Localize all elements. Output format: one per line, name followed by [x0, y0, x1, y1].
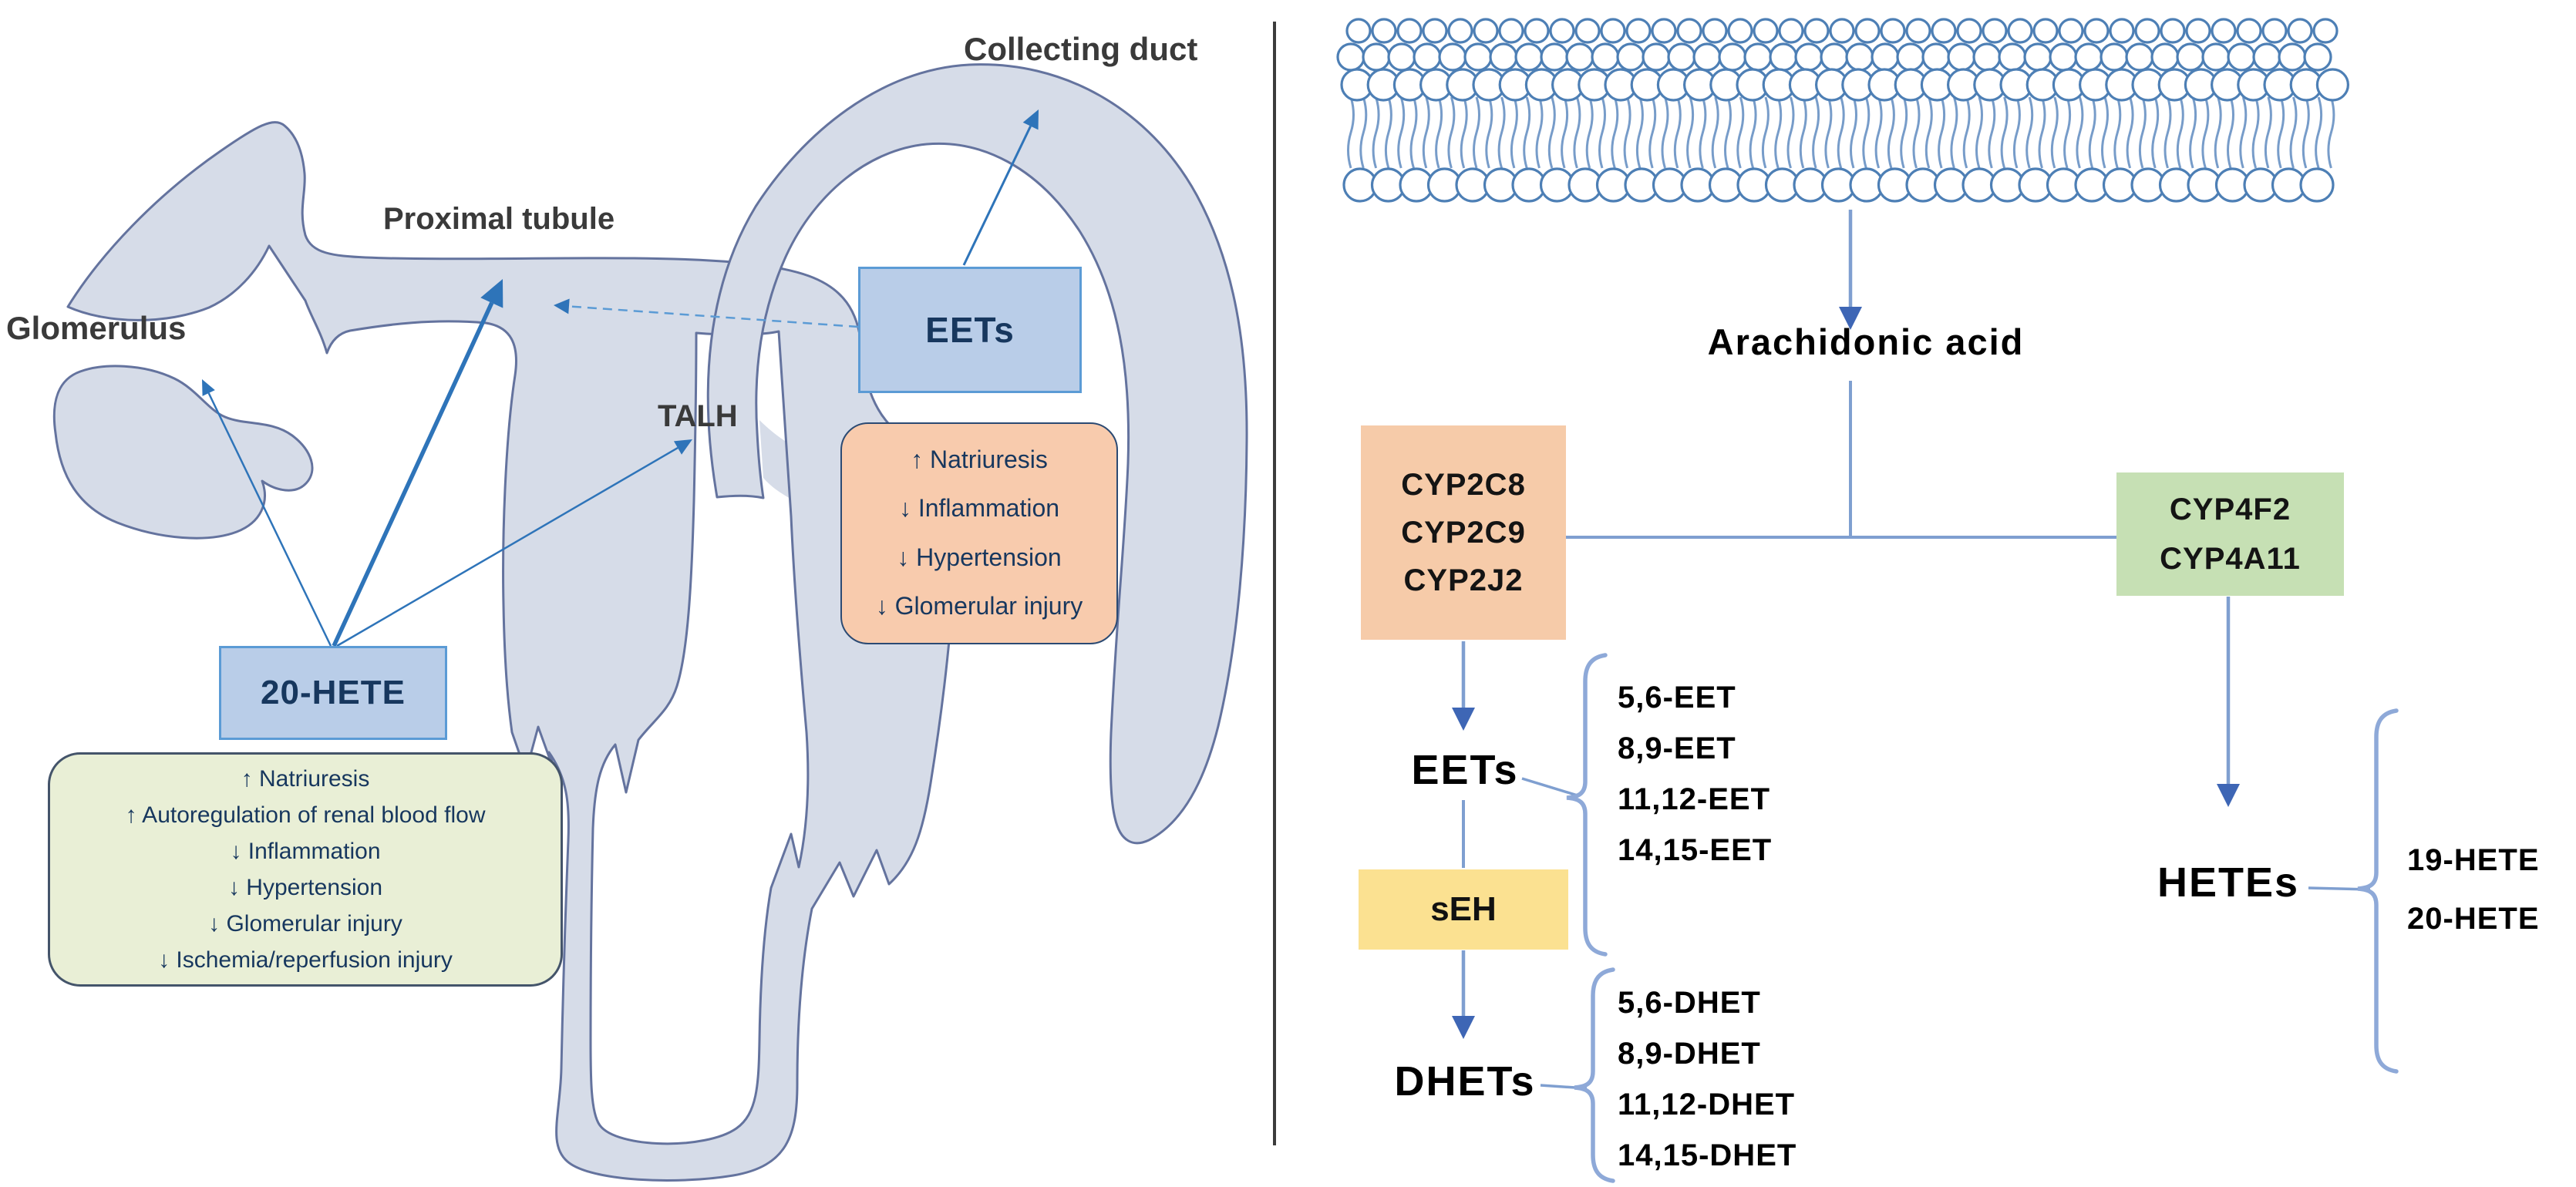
collecting-duct-shape — [706, 63, 1248, 845]
label-collecting-duct: Collecting duct — [964, 31, 1198, 67]
dhets-product-label: DHETs — [1394, 1058, 1536, 1105]
glomerulus-shape — [52, 365, 314, 540]
effect-item: ↓ Glomerular injury — [875, 592, 1083, 620]
proximal-loop-shape — [66, 121, 957, 1182]
panel-divider — [1273, 22, 1276, 1145]
effect-item: ↑ Autoregulation of renal blood flow — [125, 802, 486, 828]
effect-item: ↑ Natriuresis — [241, 765, 370, 792]
effect-item: ↓ Glomerular injury — [208, 910, 402, 936]
hydroxylase-box: CYP4F2 CYP4A11 — [2116, 472, 2344, 596]
enzyme-item: CYP2C9 — [1401, 516, 1526, 550]
list-item: 5,6-EET — [1618, 681, 1736, 715]
label-talh: TALH — [658, 399, 738, 433]
connector-lines — [1462, 381, 2371, 1090]
list-item: 5,6-DHET — [1618, 986, 1761, 1020]
list-item: 11,12-DHET — [1618, 1088, 1796, 1121]
lipid-bilayer-icon — [1336, 18, 2349, 203]
bracket-icons — [1566, 653, 2399, 1183]
effect-item: ↓ Ischemia/reperfusion injury — [158, 947, 453, 973]
label-proximal-tubule: Proximal tubule — [383, 202, 615, 236]
eets-effects-box: ↑ Natriuresis ↓ Inflammation ↓ Hypertens… — [840, 422, 1118, 644]
effect-item: ↓ Inflammation — [898, 494, 1060, 523]
enzyme-item: CYP2J2 — [1403, 563, 1524, 597]
eet-list: 5,6-EET 8,9-EET 11,12-EET 14,15-EET — [1618, 672, 1772, 876]
arrow-icons — [202, 109, 2240, 1039]
enzyme-item: CYP4F2 — [2169, 493, 2291, 526]
seh-box: sEH — [1359, 869, 1568, 950]
20-hete-box: 20-HETE — [219, 646, 447, 740]
dhet-list: 5,6-DHET 8,9-DHET 11,12-DHET 14,15-DHET — [1618, 977, 1796, 1181]
list-item: 14,15-DHET — [1618, 1138, 1797, 1172]
enzyme-item: CYP2C8 — [1401, 468, 1526, 502]
enzyme-item: CYP4A11 — [2160, 542, 2301, 576]
20-hete-effects-box: ↑ Natriuresis ↑ Autoregulation of renal … — [48, 752, 563, 987]
list-item: 20-HETE — [2407, 902, 2540, 936]
list-item: 19-HETE — [2407, 843, 2540, 877]
eets-product-label: EETs — [1411, 747, 1519, 793]
arachidonic-acid-title: Arachidonic acid — [1707, 321, 2025, 362]
list-item: 8,9-DHET — [1618, 1037, 1761, 1071]
list-item: 11,12-EET — [1618, 782, 1771, 816]
list-item: 8,9-EET — [1618, 731, 1736, 765]
hete-list: 19-HETE 20-HETE — [2407, 831, 2540, 948]
effect-item: ↑ Natriuresis — [911, 445, 1048, 473]
list-item: 14,15-EET — [1618, 833, 1773, 867]
effect-item: ↓ Inflammation — [230, 838, 381, 864]
epoxygenase-box: CYP2C8 CYP2C9 CYP2J2 — [1361, 425, 1566, 640]
hetes-product-label: HETEs — [2157, 859, 2300, 906]
eets-box: EETs — [858, 267, 1082, 393]
effect-item: ↓ Hypertension — [897, 543, 1062, 571]
label-glomerulus: Glomerulus — [6, 310, 187, 346]
effect-item: ↓ Hypertension — [227, 874, 383, 900]
